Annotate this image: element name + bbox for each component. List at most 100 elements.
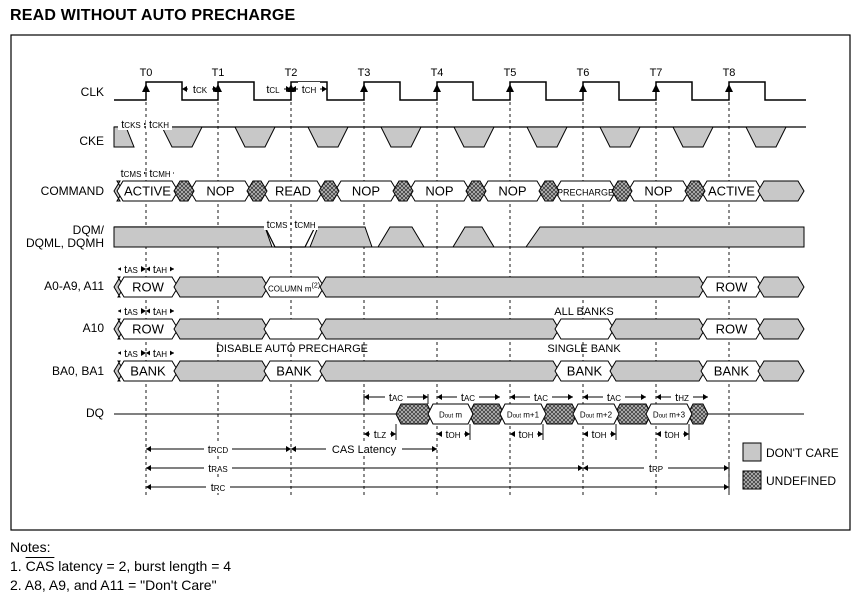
clock-label: T3 [358, 67, 371, 79]
timing-label: tRC [211, 482, 226, 494]
address-dont-care [757, 276, 805, 298]
clk-edge-arrow [360, 84, 368, 92]
bus-value-segment [246, 180, 268, 202]
clock-label: T8 [723, 67, 736, 79]
legend-undefined-swatch [742, 470, 762, 490]
clock-label: T7 [650, 67, 663, 79]
dq-data-label: Dout m [439, 411, 462, 420]
timing-label: tHZ [675, 392, 689, 404]
timing-label: tRP [649, 463, 663, 475]
bank-address-dont-care [609, 360, 706, 382]
timing-label: tAS [124, 348, 138, 360]
label-command: COMMAND [41, 184, 105, 198]
clk-waveform [114, 81, 806, 101]
bus-value-label: ROW [132, 280, 165, 295]
legend-dont-care-label: DON'T CARE [766, 446, 839, 460]
timing-label: CAS Latency [332, 444, 397, 456]
clock-label: T1 [212, 67, 225, 79]
timing-label: tAC [389, 392, 403, 404]
note-2: 2. A8, A9, and A11 = "Don't Care" [10, 577, 217, 593]
label-dqm-line2: DQML, DQMH [26, 236, 104, 250]
a10-dont-care [609, 318, 706, 340]
bus-value-segment [538, 180, 560, 202]
timing-label: tOH [445, 429, 460, 441]
clock-reference-lines [145, 90, 730, 496]
timing-label: tCMS [121, 168, 142, 180]
dq-data-label: Dout m+2 [580, 411, 613, 420]
label-dqm-line1: DQM/ [73, 223, 105, 237]
annotation-disable-auto-precharge: DISABLE AUTO PRECHARGE [216, 343, 368, 355]
timing-label: tOH [518, 429, 533, 441]
timing-label: tOH [591, 429, 606, 441]
timing-label: tOH [664, 429, 679, 441]
timing-label: tCMH [149, 168, 171, 180]
bus-value-label: READ [275, 184, 311, 199]
timing-label: tAS [124, 264, 138, 276]
label-dq: DQ [86, 406, 104, 420]
dqm-waveform [113, 226, 805, 248]
label-clk: CLK [81, 85, 104, 99]
bus-value-label: ROW [716, 280, 749, 295]
note-1: 1. CAS latency = 2, burst length = 4 [10, 558, 232, 574]
cke-dont-care [526, 126, 568, 148]
cke-dont-care [234, 126, 276, 148]
cke-dont-care [161, 126, 203, 148]
timing-label: tCKH [149, 119, 169, 131]
dq-data-out [499, 403, 547, 425]
timing-label: tAH [153, 264, 167, 276]
cke-dont-care [380, 126, 422, 148]
dq-data-out [427, 403, 474, 425]
legend-dont-care-swatch [742, 442, 762, 462]
cas-overline: CAS [25, 558, 55, 574]
clock-label: T2 [285, 67, 298, 79]
clk-edge-arrow [142, 84, 150, 92]
timing-label: tAC [534, 392, 548, 404]
timing-label: tAC [461, 392, 475, 404]
cke-waveform [113, 126, 806, 148]
legend: DON'T CARE UNDEFINED [742, 442, 839, 490]
bus-value-label: ROW [716, 322, 749, 337]
legend-undefined-label: UNDEFINED [766, 474, 836, 488]
dq-data-label: Dout m+1 [507, 411, 540, 420]
dq-bus: Dout m Dout m+1 Dout m+2 Dout m+3 [114, 403, 804, 425]
clock-label: T0 [140, 67, 153, 79]
bus-value-label: NOP [425, 184, 453, 199]
bus-value-label: NOP [498, 184, 526, 199]
annotation-single-bank: SINGLE BANK [547, 343, 621, 355]
cke-dont-care [599, 126, 641, 148]
bank-address-dont-care [757, 360, 805, 382]
timing-label: tCK [193, 84, 208, 96]
clk-edge-arrow [652, 84, 660, 92]
bus-value-label: ACTIVE [124, 184, 171, 199]
bus-value-label: PRECHARGE [557, 188, 614, 198]
bus-annotations: ALL BANKS DISABLE AUTO PRECHARGE SINGLE … [216, 306, 621, 355]
page-title: READ WITHOUT AUTO PRECHARGE [10, 7, 296, 24]
timing-label: tLZ [374, 429, 387, 441]
bus-value-segment [465, 180, 487, 202]
bus-value-segment [173, 180, 195, 202]
label-address: A0-A9, A11 [44, 279, 104, 293]
dq-data-out [645, 403, 693, 425]
bus-value-segment [263, 318, 325, 340]
address-dont-care [319, 276, 706, 298]
bus-value-label: NOP [206, 184, 234, 199]
dq-undefined [468, 403, 505, 425]
clock-label: T5 [504, 67, 517, 79]
cke-dont-care [307, 126, 349, 148]
timing-label: tAS [124, 306, 138, 318]
timing-label: tAC [607, 392, 621, 404]
dq-data-label: Dout m+3 [653, 411, 686, 420]
clock-label: T4 [431, 67, 444, 79]
timing-label: tCMH [294, 219, 316, 231]
clk-edge-arrow [433, 84, 441, 92]
label-cke: CKE [79, 134, 104, 148]
timing-label: tCMS [267, 219, 288, 231]
bus-value-label: BANK [130, 364, 166, 379]
cke-dont-care [745, 126, 787, 148]
a10-dont-care [757, 318, 805, 340]
bus-value-label: ROW [132, 322, 165, 337]
